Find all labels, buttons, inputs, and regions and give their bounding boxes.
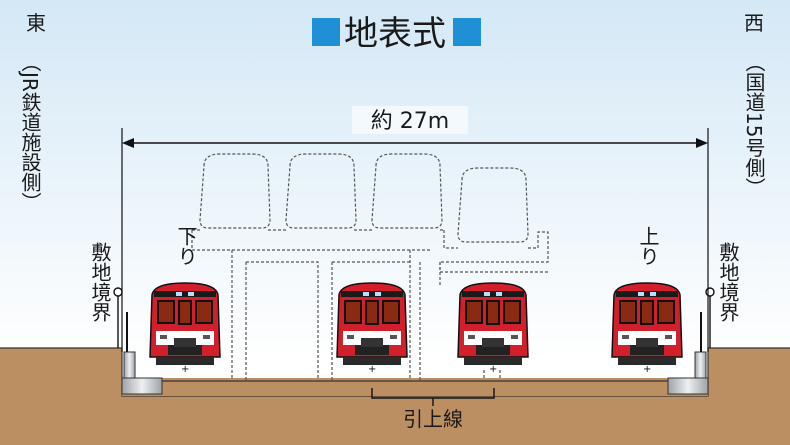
east-label: 東 — [26, 11, 46, 35]
title-text: 地表式 — [344, 14, 446, 54]
siding-label: 引上線 — [403, 407, 463, 431]
east-note: （JR鉄道施設側） — [18, 52, 42, 212]
direction-down-label: 下り — [174, 226, 198, 266]
boundary-label-east: 敷地境界 — [88, 242, 112, 322]
train-down-line — [149, 282, 221, 376]
title-square-left — [312, 18, 340, 46]
diagram-title: 地表式 — [312, 14, 481, 54]
siding-bracket — [371, 388, 495, 406]
train-track-2 — [336, 282, 408, 376]
west-note: （国道15号側） — [742, 52, 766, 197]
direction-up-label: 上り — [636, 226, 660, 266]
dimension-label: 約 27m — [371, 109, 449, 134]
retaining-wall-east — [121, 351, 163, 395]
title-square-right — [453, 18, 481, 46]
future-structure-outline — [191, 153, 549, 382]
train-track-3 — [457, 282, 529, 376]
dimension-line — [121, 128, 709, 352]
boundary-label-west: 敷地境界 — [716, 242, 740, 322]
train-up-line — [611, 282, 683, 376]
west-label: 西 — [744, 11, 764, 35]
